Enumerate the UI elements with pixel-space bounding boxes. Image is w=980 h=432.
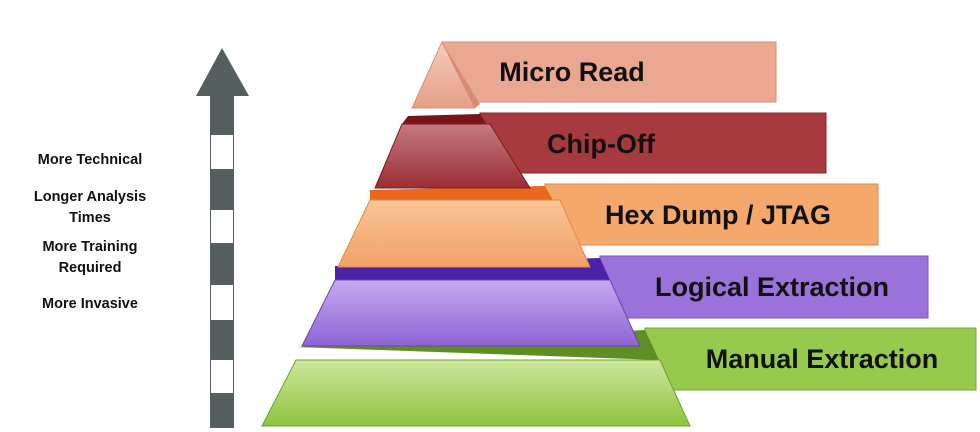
label-more-technical: More Technical <box>37 152 143 168</box>
level-logical-extraction: Logical Extraction <box>301 255 929 347</box>
svg-text:Chip-Off: Chip-Off <box>547 129 656 159</box>
level-hex-dump-jtag: Hex Dump / JTAG <box>337 183 879 268</box>
level-chip-off: Chip-Off <box>374 112 827 189</box>
svg-text:Logical Extraction: Logical Extraction <box>655 272 889 302</box>
level-micro-read: Micro Read <box>411 40 777 109</box>
label-more-invasive: More Invasive <box>42 296 138 312</box>
svg-text:Hex Dump / JTAG: Hex Dump / JTAG <box>605 200 831 230</box>
svg-text:Manual Extraction: Manual Extraction <box>706 344 939 374</box>
svg-text:Micro Read: Micro Read <box>499 57 645 87</box>
level-manual-extraction: Manual Extraction <box>261 327 977 427</box>
up-arrow-icon <box>196 48 249 428</box>
